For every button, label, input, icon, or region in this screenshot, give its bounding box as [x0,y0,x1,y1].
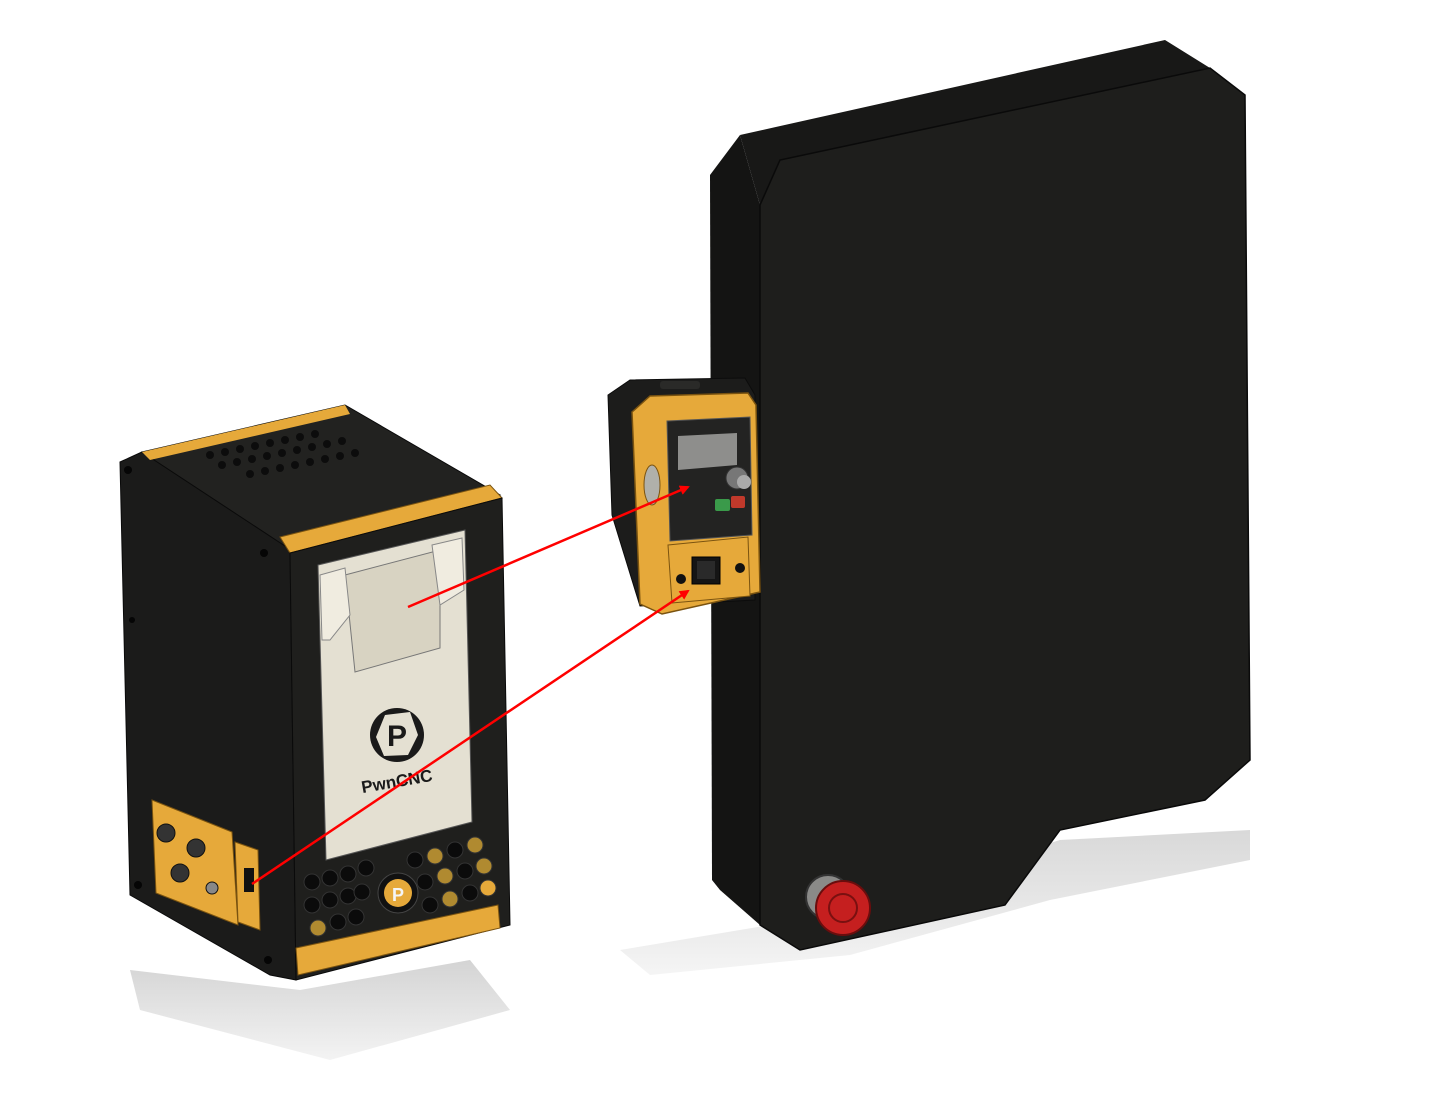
estop-ring [828,893,858,923]
badge-letter: P [392,885,404,905]
port-connector [205,881,219,895]
control-side-knob [643,464,661,506]
port-connector [186,838,206,858]
arrow-switch-to-power-switch [251,589,690,886]
port-connector [170,863,190,883]
panel-front [759,67,1251,951]
box-shadow [130,960,510,1060]
clip-hinge-left [319,567,351,641]
bottom-gold-trim [295,904,501,976]
knob-cap [737,475,751,489]
clip-hinge-right [431,537,465,606]
front-vent [303,836,497,937]
panel-top-edge [740,40,1210,205]
start-button [715,499,730,511]
controller-box: P PwnCNC P [119,404,511,981]
stop-button [731,496,745,508]
side-switch [244,868,254,892]
screw-hole [735,563,745,573]
top-vent [206,430,359,478]
port-connector [156,823,176,843]
top-gold-trim [142,405,350,460]
arrow-faceplate-to-display [407,485,690,609]
clip-cutout [344,549,441,673]
estop-button-icon [815,880,871,936]
lcd-screen [678,433,737,470]
corner-screws [124,466,272,964]
enclosure-panel [710,40,1251,951]
screw-hole [676,574,686,584]
control-top-slot [660,381,700,389]
logo-letter: P [387,720,407,753]
control-module [607,377,761,615]
